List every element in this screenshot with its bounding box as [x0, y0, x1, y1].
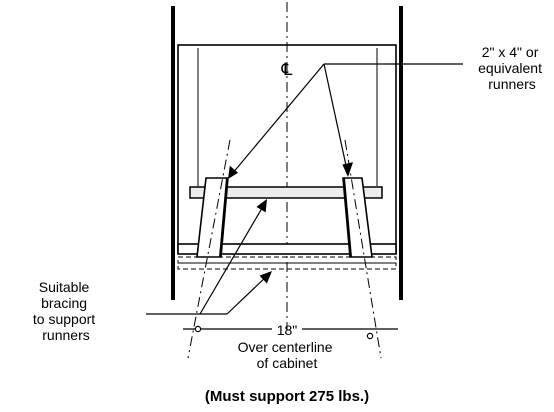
bracing-arrowhead-lower [259, 271, 272, 284]
right-runner-shade [343, 178, 352, 257]
left-runner-shade [219, 178, 228, 257]
bottom-platform [177, 243, 397, 255]
bracing-leader-upper [199, 202, 266, 315]
runners-label: 2" x 4" or equivalent runners [478, 44, 546, 92]
centerline-symbol: ℄ [281, 60, 293, 80]
crossbar [189, 186, 383, 199]
bracing-arrowhead-upper [256, 199, 267, 213]
dimension-note: Over centerline of cabinet [238, 339, 337, 371]
runners-arrowhead-right [342, 162, 353, 177]
right-runner-centerline [344, 139, 382, 359]
dimension-value: 18" [277, 322, 298, 338]
runners-leader-left [231, 63, 325, 175]
caption: (Must support 275 lbs.) [205, 388, 369, 405]
left-runner-centerline [187, 139, 231, 359]
dimension-point-left [194, 325, 202, 333]
dimension-point-right [366, 332, 374, 340]
runners-leader-right [323, 63, 348, 171]
bracing-leader-lower [226, 274, 269, 315]
bracing-label: Suitable bracing to support runners [33, 279, 99, 343]
runners-arrowhead-left [228, 165, 239, 179]
bracing-dashed-lower [177, 262, 397, 270]
